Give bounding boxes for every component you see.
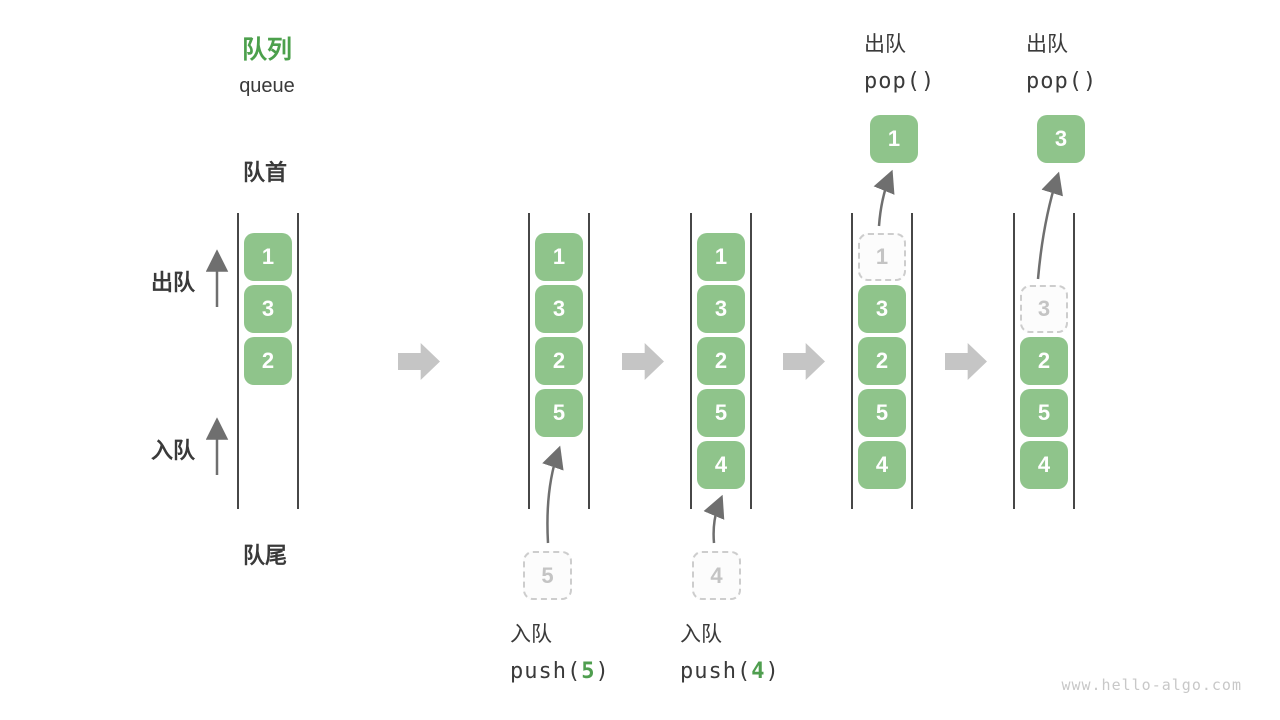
op-code: push(5) <box>510 659 610 684</box>
queue-wall-left <box>237 213 239 509</box>
queue-item: 1 <box>535 233 583 281</box>
op-code: pop() <box>864 69 936 94</box>
op-title: 入队 <box>680 623 722 646</box>
queue-item-ghost: 3 <box>1020 285 1068 333</box>
op-push-5: 入队 push(5) <box>510 618 610 684</box>
queue-item: 4 <box>697 441 745 489</box>
op-code-arg: 4 <box>751 659 766 684</box>
queue-item: 2 <box>697 337 745 385</box>
step-flow-arrow-icon <box>398 343 440 380</box>
queue-item: 3 <box>697 285 745 333</box>
op-push-4: 入队 push(4) <box>680 618 780 684</box>
popped-item: 3 <box>1037 115 1085 163</box>
queue-step-3: 1 3 2 5 4 <box>690 213 752 509</box>
queue-step-4: 1 3 2 5 4 <box>851 213 913 509</box>
queue-item-ghost: 1 <box>858 233 906 281</box>
step-flow-arrow-icon <box>622 343 664 380</box>
op-pop-first: 出队 pop() <box>864 28 935 94</box>
queue-step-5: 3 2 5 4 <box>1013 213 1075 509</box>
queue-wall-right <box>911 213 913 509</box>
queue-item: 3 <box>858 285 906 333</box>
queue-item: 1 <box>244 233 292 281</box>
queue-item: 4 <box>858 441 906 489</box>
label-queue-rear: 队尾 <box>243 543 288 568</box>
queue-item: 5 <box>697 389 745 437</box>
queue-item: 5 <box>1020 389 1068 437</box>
op-title: 出队 <box>1026 33 1068 56</box>
queue-item: 4 <box>1020 441 1068 489</box>
label-enqueue-side: 入队 <box>151 438 196 463</box>
queue-wall-left <box>1013 213 1015 509</box>
popped-item: 1 <box>870 115 918 163</box>
queue-item: 2 <box>244 337 292 385</box>
queue-item: 1 <box>697 233 745 281</box>
op-code: pop() <box>1026 69 1098 94</box>
queue-item: 2 <box>858 337 906 385</box>
label-queue-front: 队首 <box>243 160 288 185</box>
incoming-item: 5 <box>523 551 572 600</box>
queue-step-1: 1 3 2 <box>237 213 299 509</box>
queue-item: 5 <box>535 389 583 437</box>
queue-item: 2 <box>1020 337 1068 385</box>
op-title: 出队 <box>864 33 906 56</box>
title-zh: 队列 <box>241 36 292 64</box>
queue-wall-right <box>588 213 590 509</box>
queue-step-2: 1 3 2 5 <box>528 213 590 509</box>
queue-wall-left <box>690 213 692 509</box>
queue-item: 5 <box>858 389 906 437</box>
op-pop-second: 出队 pop() <box>1026 28 1097 94</box>
title-en: queue <box>239 75 295 97</box>
op-code: push(4) <box>680 659 780 684</box>
op-title: 入队 <box>510 623 552 646</box>
queue-wall-left <box>528 213 530 509</box>
queue-wall-right <box>1073 213 1075 509</box>
step-flow-arrow-icon <box>783 343 825 380</box>
queue-item: 3 <box>244 285 292 333</box>
queue-item: 3 <box>535 285 583 333</box>
watermark: www.hello-algo.com <box>1061 676 1242 694</box>
step-flow-arrow-icon <box>945 343 987 380</box>
incoming-item: 4 <box>692 551 741 600</box>
label-dequeue-side: 出队 <box>151 270 196 295</box>
queue-wall-right <box>297 213 299 509</box>
queue-item: 2 <box>535 337 583 385</box>
queue-wall-left <box>851 213 853 509</box>
queue-wall-right <box>750 213 752 509</box>
op-code-arg: 5 <box>581 659 596 684</box>
diagram-title: 队列 queue <box>205 30 329 98</box>
